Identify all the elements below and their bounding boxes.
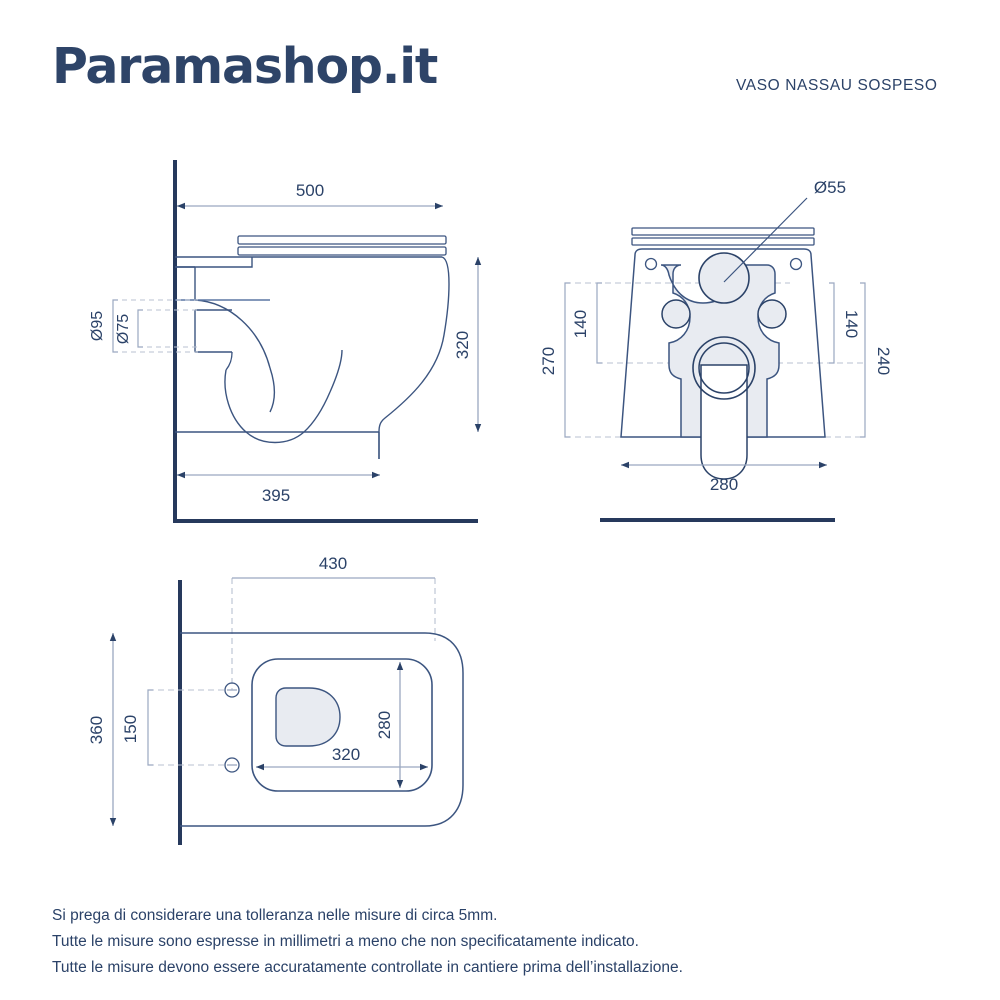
dimension-270-label: 270 <box>539 347 558 375</box>
plan-view: 430 360 150 320 <box>80 545 510 875</box>
side-elevation-view: 500 320 395 <box>80 160 520 530</box>
dimension-270: 270 <box>539 282 570 438</box>
seat-lid-profile <box>237 235 447 256</box>
dimension-320-plan: 320 <box>256 745 428 771</box>
footer-note-1: Si prega di considerare una tolleranza n… <box>52 907 498 924</box>
waste-outlet <box>692 336 756 480</box>
dimension-d55-label: Ø55 <box>814 178 846 197</box>
dimension-d55: Ø55 <box>723 178 846 283</box>
footer-note-2: Tutte le misure sono espresse in millime… <box>52 933 639 950</box>
dimension-280-label: 280 <box>710 475 738 494</box>
dimension-500: 500 <box>177 181 443 210</box>
brand-logo: Paramashop.it <box>52 38 438 95</box>
dimension-140-left-label: 140 <box>571 310 590 338</box>
rear-elevation-view: Ø55 270 140 140 240 <box>535 165 905 530</box>
sheet-header: Paramashop.it VASO NASSAU SOSPESO <box>0 0 1000 130</box>
ceramic-plan-outline <box>180 632 464 827</box>
footer-notes: Si prega di considerare una tolleranza n… <box>52 903 952 981</box>
dimension-240-label: 240 <box>874 347 893 375</box>
dimension-395-label: 395 <box>262 486 290 505</box>
dimension-430-label: 430 <box>319 554 347 573</box>
ceramic-body-outline <box>620 248 826 438</box>
dimension-d95-label: Ø95 <box>89 311 106 341</box>
dimension-430: 430 <box>232 554 435 579</box>
top-corner-holes <box>644 257 803 271</box>
dimension-280-plan-label: 280 <box>375 711 394 739</box>
dimension-500-label: 500 <box>296 181 324 200</box>
seat-rim-outline <box>251 658 433 792</box>
dimension-d75-label: Ø75 <box>115 314 132 344</box>
footer-note-3: Tutte le misure devono essere accuratame… <box>52 959 683 976</box>
dimension-320: 320 <box>453 257 482 432</box>
dimension-280-plan: 280 <box>375 662 404 788</box>
dimension-150-label: 150 <box>121 715 140 743</box>
dimension-320-label: 320 <box>453 331 472 359</box>
dimension-360-label: 360 <box>87 716 106 744</box>
dimension-395: 395 <box>177 471 380 505</box>
flush-inlet-hole <box>698 252 750 304</box>
dimension-140-right: 140 <box>829 282 861 364</box>
dimension-240: 240 <box>860 282 893 438</box>
dimension-140-left: 140 <box>571 282 602 364</box>
fixing-bolt-holes <box>661 299 787 329</box>
flush-recess-shape <box>275 687 341 747</box>
dimension-140-right-label: 140 <box>842 310 861 338</box>
dimension-150: 150 <box>121 689 153 766</box>
ceramic-body-profile <box>175 256 450 459</box>
dimension-280: 280 <box>621 461 827 494</box>
seat-lid-profile <box>631 227 815 246</box>
dimension-360: 360 <box>87 633 117 826</box>
dimension-320-plan-label: 320 <box>332 745 360 764</box>
wall-fixing-holes <box>224 682 240 773</box>
dimension-extension-lines <box>148 578 436 766</box>
dimension-outlet-group: Ø95 Ø75 <box>89 299 198 353</box>
wall-reference-lines <box>173 160 478 523</box>
page-title: VASO NASSAU SOSPESO <box>736 77 938 94</box>
